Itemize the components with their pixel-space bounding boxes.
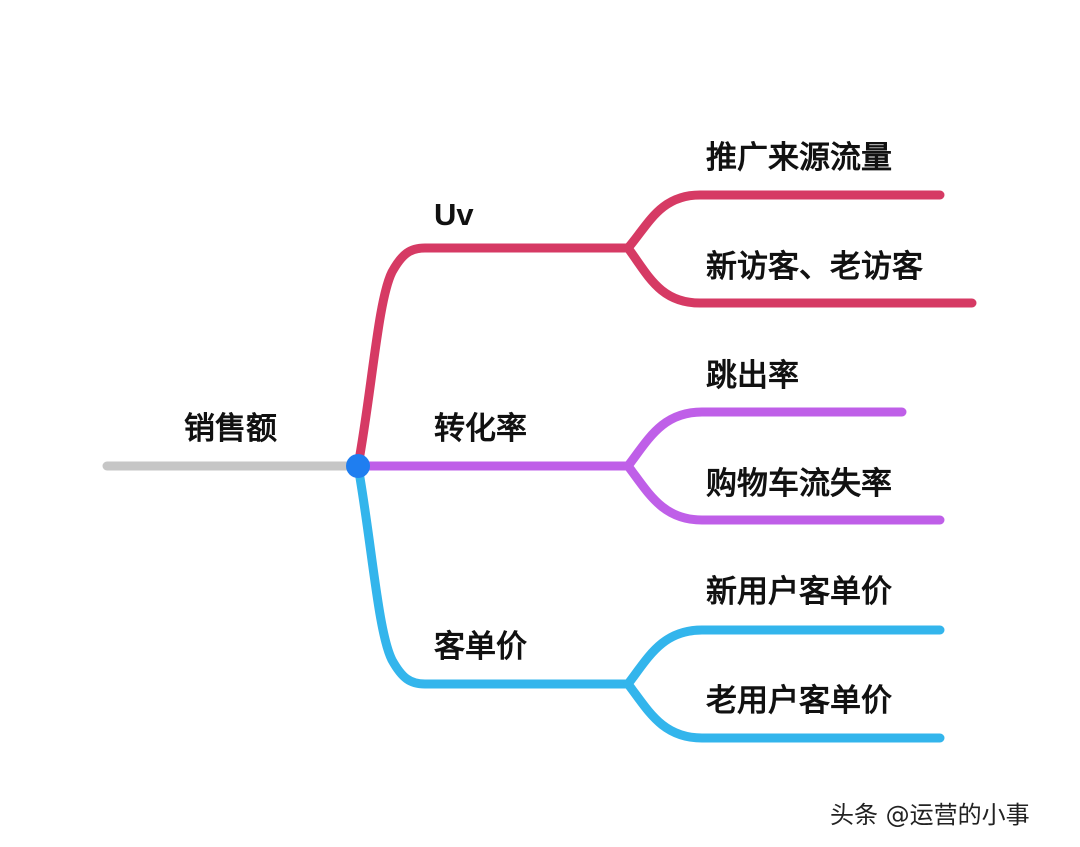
leaf-line-new-old-visitors <box>623 243 977 308</box>
leaf-label-old-user-aov: 老用户客单价 <box>706 683 892 719</box>
hub-node <box>346 454 370 478</box>
branch-aov <box>353 461 945 743</box>
leaf-label-cart-abandonment: 购物车流失率 <box>706 466 892 502</box>
leaf-line-cart-abandonment <box>623 461 945 525</box>
leaf-line-bounce-rate <box>623 407 907 471</box>
branch-uv <box>353 190 977 471</box>
leaf-line-promo-traffic <box>623 190 945 253</box>
leaf-label-new-user-aov: 新用户客单价 <box>706 574 892 610</box>
watermark: 头条 @运营的小事 <box>830 801 1030 829</box>
leaf-label-promo-traffic: 推广来源流量 <box>706 140 892 176</box>
branch-aov-connector <box>353 461 633 689</box>
root-label: 销售额 <box>184 411 277 447</box>
leaf-label-bounce-rate: 跳出率 <box>706 358 799 394</box>
branch-conversion <box>353 407 945 525</box>
branch-label-uv: Uv <box>434 197 474 232</box>
leaf-line-old-user-aov <box>623 679 945 743</box>
branch-label-conversion: 转化率 <box>434 411 527 447</box>
branch-uv-connector <box>353 243 633 471</box>
leaf-line-new-user-aov <box>623 625 945 689</box>
branch-label-aov: 客单价 <box>434 629 527 665</box>
leaf-label-new-old-visitors: 新访客、老访客 <box>706 249 923 285</box>
